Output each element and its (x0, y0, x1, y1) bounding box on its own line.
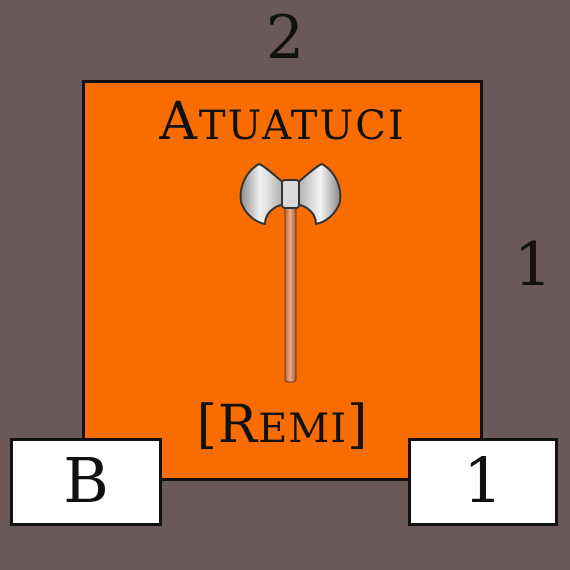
unit-type-box: B (10, 438, 162, 526)
unit-counter[interactable]: ATUATUCI [REMI] (82, 80, 483, 481)
battle-axe-icon (239, 162, 342, 383)
affiliation-label: [REMI] (85, 390, 480, 464)
unit-type-label: B (63, 444, 109, 517)
tribe-name: ATUATUCI (85, 89, 480, 159)
strength-box: 1 (408, 438, 558, 526)
smallcaps-text: [REMI] (196, 395, 369, 455)
side-value: 1 (513, 230, 553, 300)
strength-value: 1 (463, 444, 503, 517)
smallcaps-text: ATUATUCI (159, 92, 406, 152)
top-value: 2 (265, 3, 305, 73)
